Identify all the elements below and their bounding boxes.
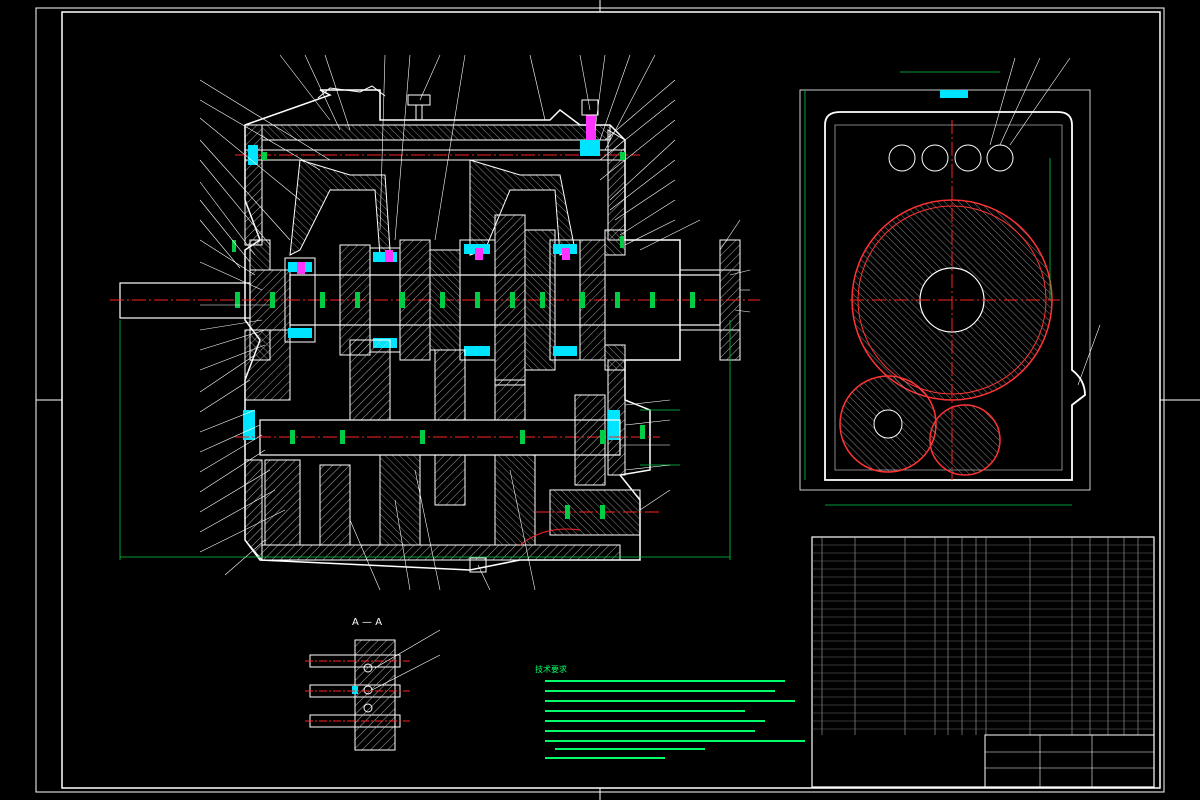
parts-list — [811, 536, 1155, 788]
side-view — [799, 57, 1101, 506]
technical-notes: 技术要求 — [535, 664, 805, 759]
section-label: A — A — [352, 617, 382, 628]
section-a-a: A — A — [305, 617, 441, 751]
notes-title: 技术要求 — [535, 664, 567, 674]
main-section-view — [110, 54, 760, 591]
